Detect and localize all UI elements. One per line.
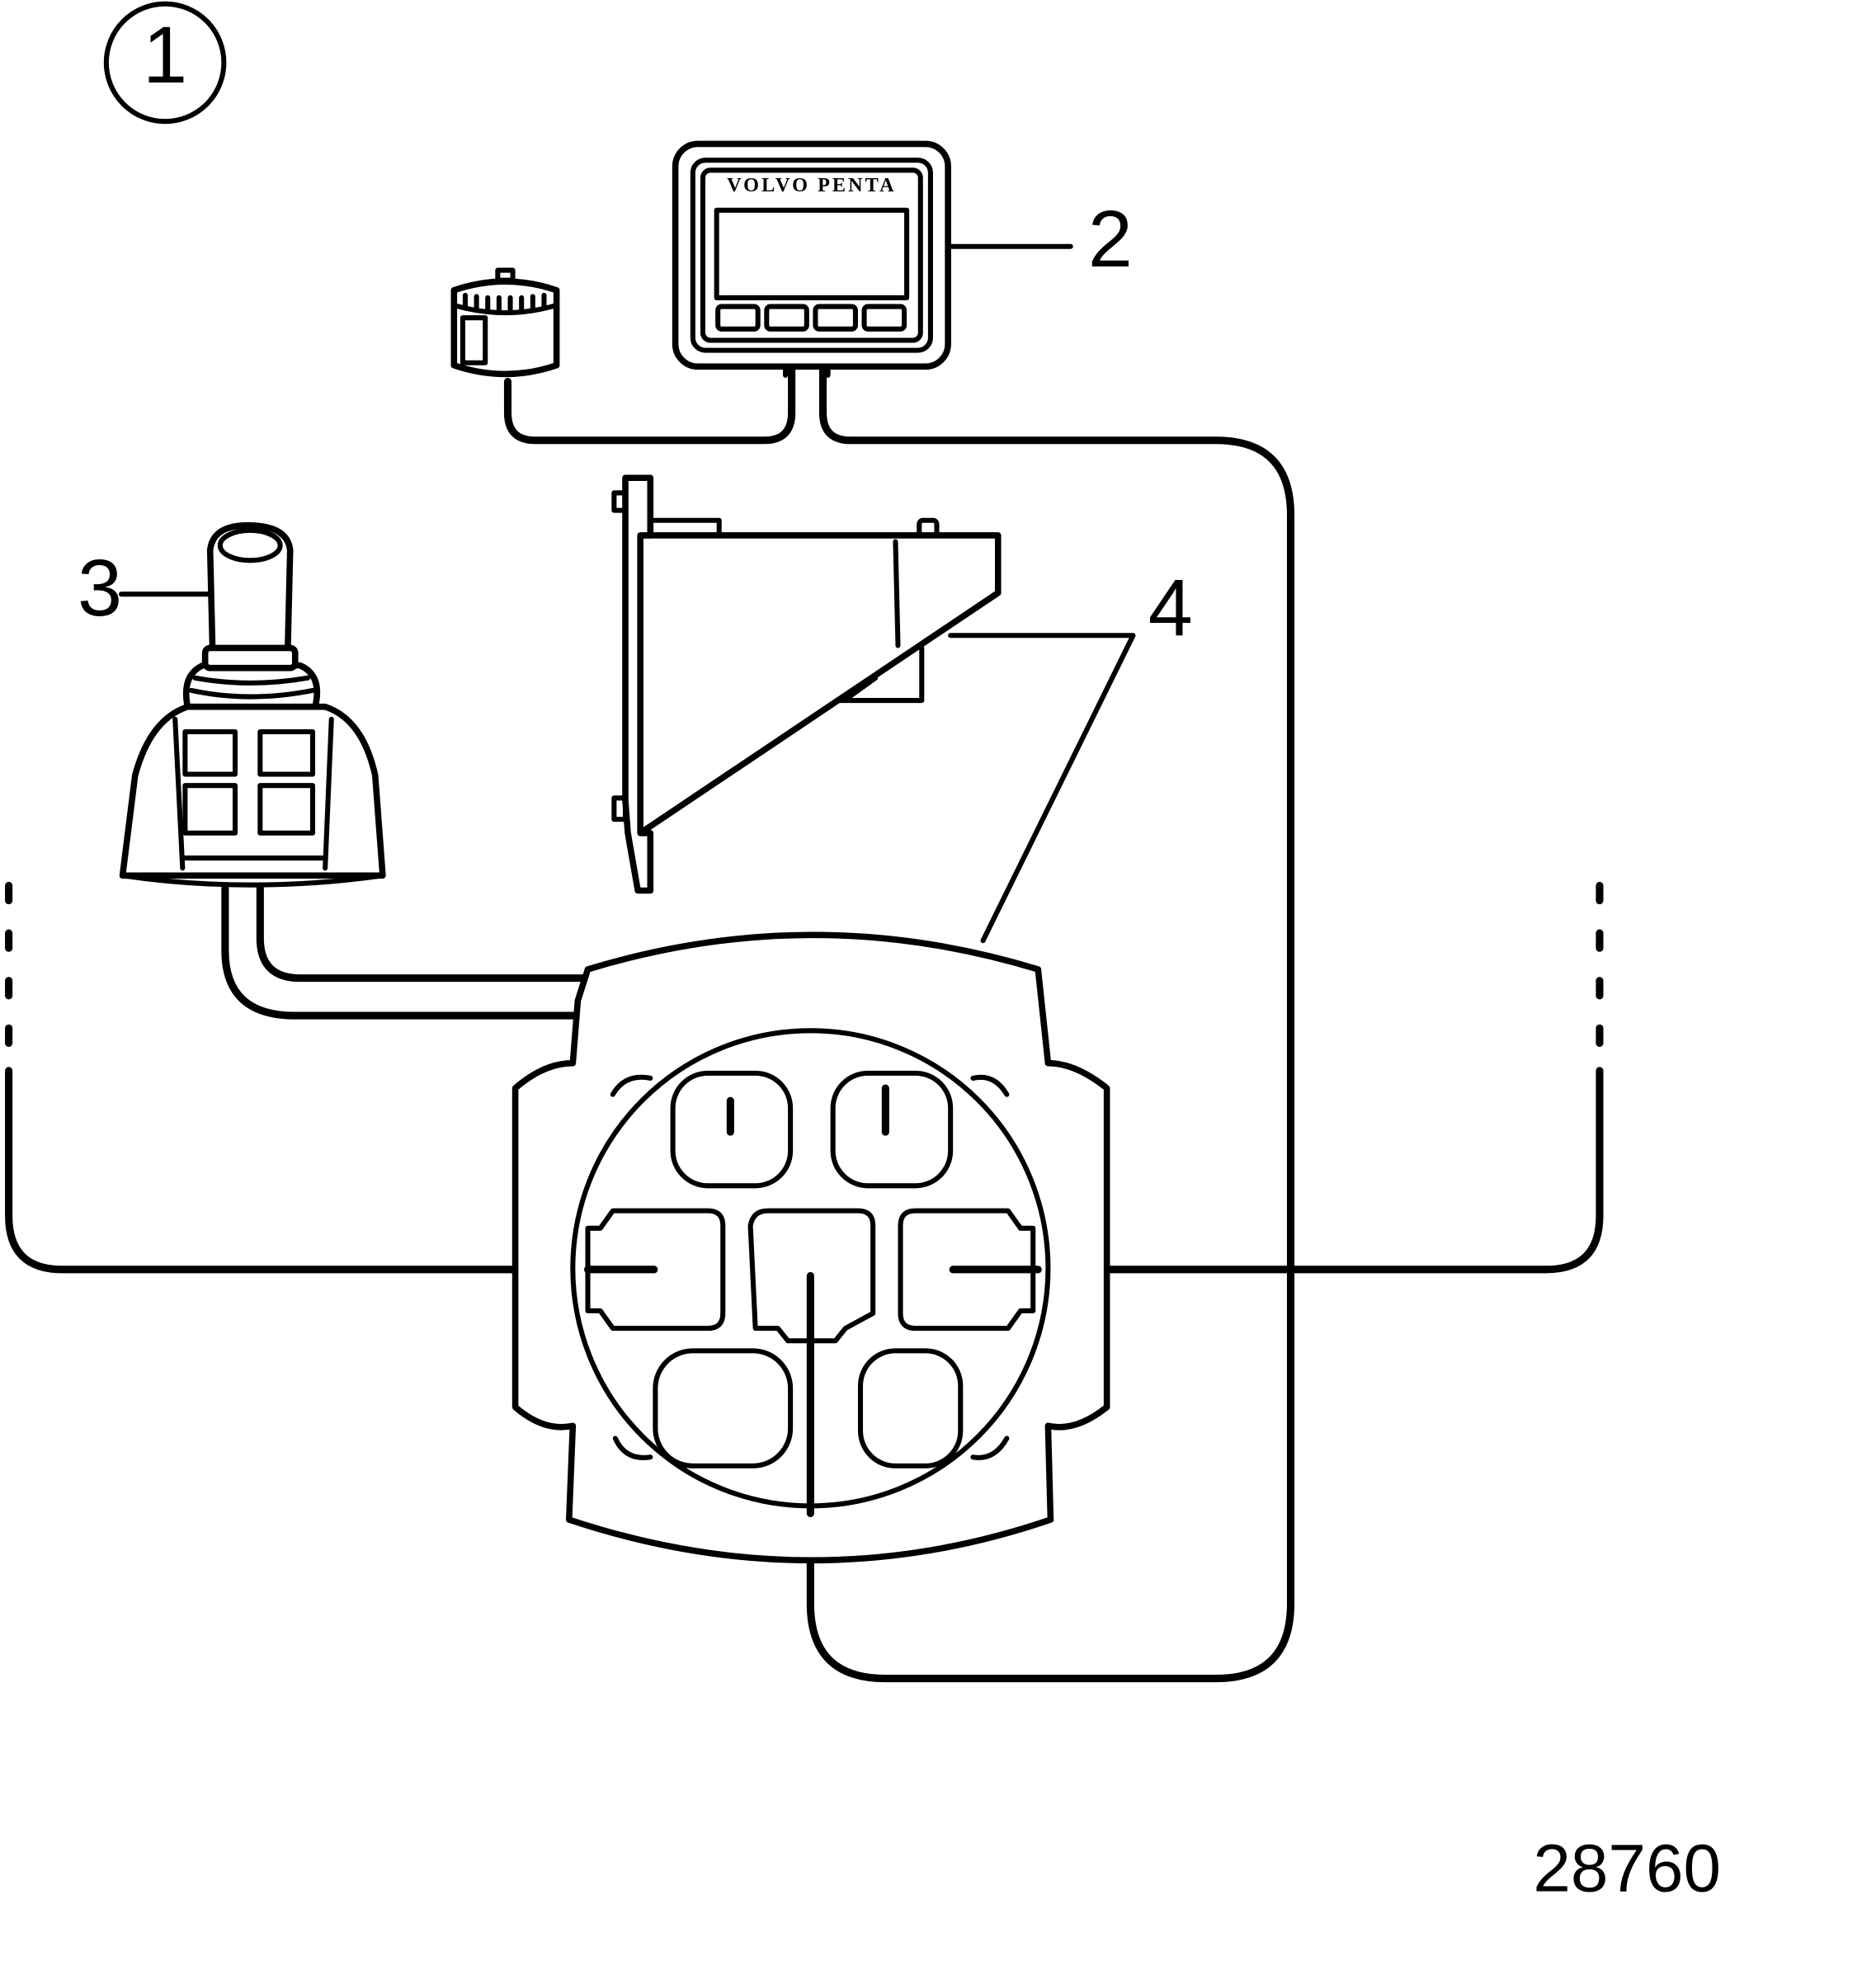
cable-display-hub bbox=[806, 366, 1295, 1683]
hub-port-left bbox=[585, 1208, 726, 1332]
display-button-4 bbox=[861, 304, 907, 332]
leader-lines bbox=[119, 243, 1136, 944]
display-button-2 bbox=[764, 304, 809, 332]
figure-badge-label: 1 bbox=[143, 10, 187, 100]
display-button-1 bbox=[715, 304, 761, 332]
joystick bbox=[119, 522, 386, 888]
hub-port-right bbox=[898, 1208, 1036, 1332]
figure-badge: 1 bbox=[103, 1, 227, 125]
hub-port-bottom-left bbox=[653, 1348, 794, 1468]
control-unit bbox=[611, 474, 1002, 894]
callout-control-unit: 4 bbox=[1148, 563, 1193, 653]
cable-right-branch bbox=[949, 1067, 1604, 1274]
cable-left-branch bbox=[5, 1067, 658, 1274]
callout-joystick: 3 bbox=[78, 543, 122, 633]
display-button-3 bbox=[813, 304, 858, 332]
cable-ends bbox=[583, 1084, 1042, 1518]
hub-port-top-right bbox=[830, 1070, 954, 1189]
display-brand: VOLVO PENTA bbox=[727, 174, 897, 196]
sensor-unit bbox=[450, 267, 560, 378]
cable-display-sensor bbox=[503, 366, 796, 445]
figure-number: 28760 bbox=[1533, 1831, 1721, 1906]
hub-port-bottom-right bbox=[857, 1348, 964, 1468]
connector-hub bbox=[511, 931, 1110, 1564]
callout-display: 2 bbox=[1088, 194, 1133, 284]
display-screen bbox=[714, 207, 910, 300]
display-unit: VOLVO PENTA bbox=[672, 140, 951, 378]
hub-port-top-left bbox=[670, 1070, 794, 1189]
hub-port-center bbox=[747, 1208, 876, 1344]
